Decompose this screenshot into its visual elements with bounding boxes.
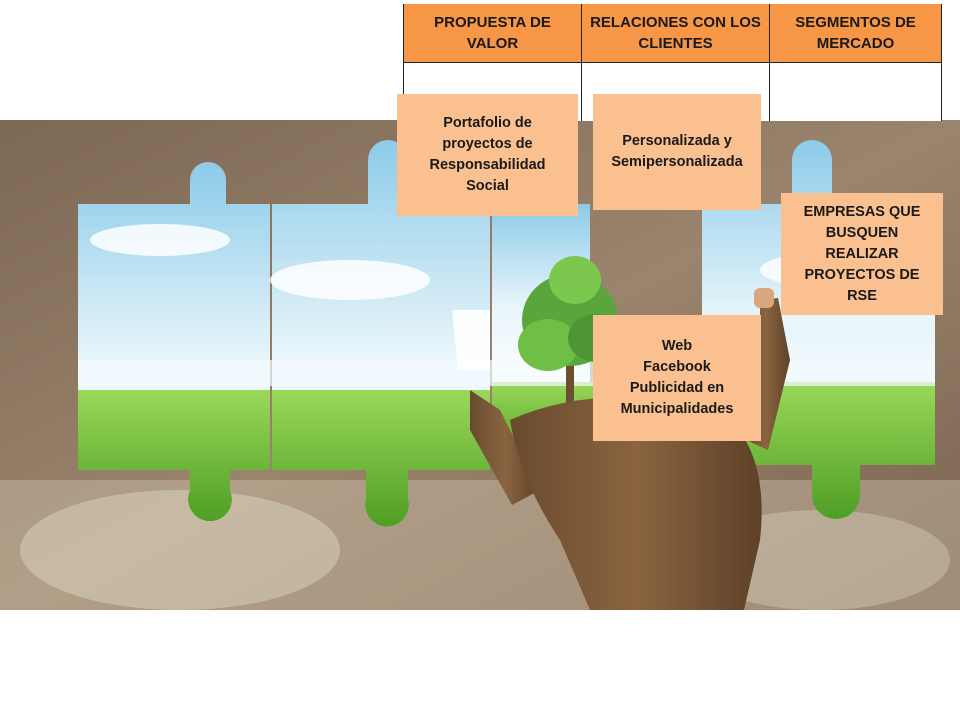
canvas-header-table: PROPUESTA DE VALOR RELACIONES CON LOS CL… bbox=[403, 4, 942, 121]
channels-card: Web Facebook Publicidad en Municipalidad… bbox=[593, 315, 761, 441]
customer-relations-card: Personalizada y Semipersonalizada bbox=[593, 94, 761, 210]
card-line: Social bbox=[466, 178, 509, 194]
card-line: Personalizada y bbox=[622, 133, 732, 149]
card-line: Portafolio de bbox=[443, 115, 532, 131]
body-cell-segmentos bbox=[769, 62, 942, 121]
card-line: RSE bbox=[847, 287, 877, 304]
card-line: Web bbox=[661, 338, 693, 354]
header-relaciones-con-los-clientes: RELACIONES CON LOS CLIENTES bbox=[581, 4, 770, 63]
header-propuesta-de-valor: PROPUESTA DE VALOR bbox=[403, 4, 582, 63]
card-line: Publicidad en bbox=[629, 380, 725, 396]
card-line: Responsabilidad bbox=[429, 157, 546, 173]
card-line: Semipersonalizada bbox=[611, 154, 743, 170]
card-line: REALIZAR bbox=[825, 245, 899, 262]
market-segments-card: EMPRESAS QUE BUSQUEN REALIZAR PROYECTOS … bbox=[781, 193, 943, 315]
card-line: BUSQUEN bbox=[825, 224, 899, 241]
card-line: EMPRESAS QUE bbox=[803, 203, 921, 220]
value-proposition-card: Portafolio de proyectos de Responsabilid… bbox=[397, 94, 578, 216]
card-line: PROYECTOS DE bbox=[804, 266, 920, 283]
card-line: Facebook bbox=[643, 359, 711, 375]
card-line: proyectos de bbox=[442, 136, 533, 152]
card-line: Municipalidades bbox=[620, 401, 734, 417]
header-segmentos-de-mercado: SEGMENTOS DE MERCADO bbox=[769, 4, 942, 63]
